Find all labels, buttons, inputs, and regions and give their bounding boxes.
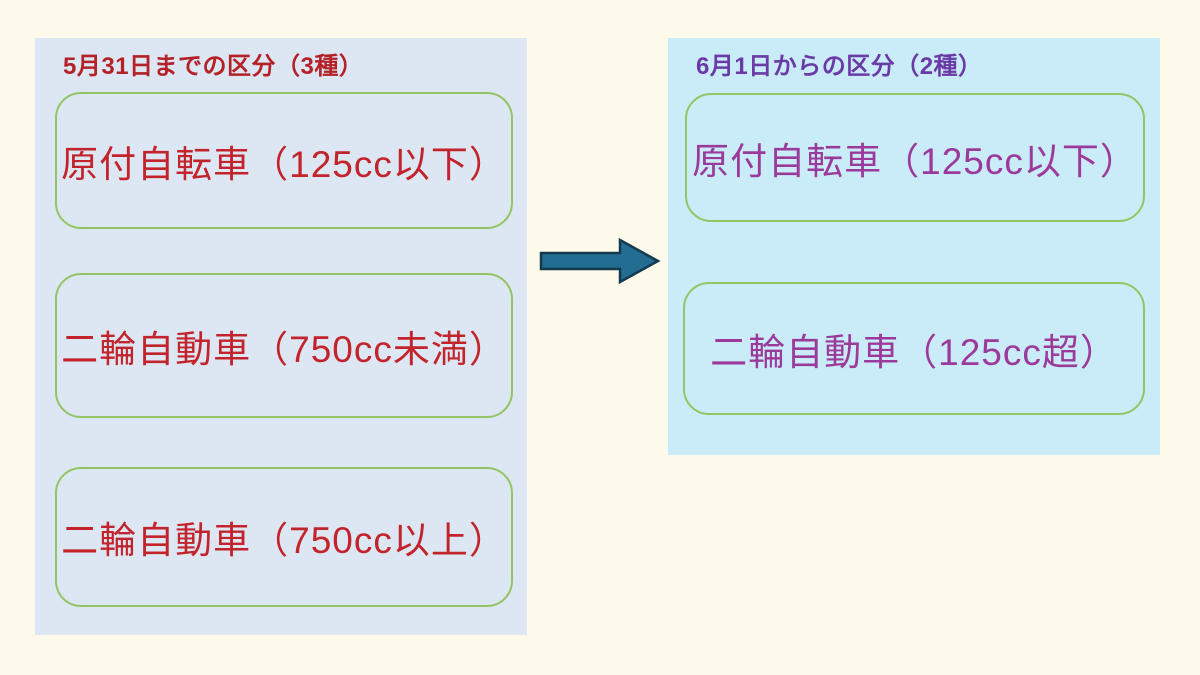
box-motorcycle-under-750cc-label: 二輪自動車（750cc未満） [61,328,507,370]
box-moped-125cc-under-after-label: 原付自転車（125cc以下） [692,140,1138,182]
box-moped-125cc-under-before-label: 原付自転車（125cc以下） [61,143,507,185]
panel-from-title: 6月1日からの区分（2種） [696,53,983,80]
panel-before-title: 5月31日までの区分（3種） [63,53,364,80]
box-motorcycle-over-125cc: 二輪自動車（125cc超） [683,282,1145,415]
box-motorcycle-750cc-over-label: 二輪自動車（750cc以上） [61,520,507,561]
box-moped-125cc-under-before: 原付自転車（125cc以下） [55,92,513,229]
panel-from-june: 6月1日からの区分（2種） 原付自転車（125cc以下） 二輪自動車（125cc… [668,38,1160,455]
box-moped-125cc-under-after: 原付自転車（125cc以下） [685,93,1145,222]
box-motorcycle-under-750cc: 二輪自動車（750cc未満） [55,273,513,418]
right-arrow-icon [538,236,662,286]
panel-before-june: 5月31日までの区分（3種） 原付自転車（125cc以下） 二輪自動車（750c… [35,38,527,635]
box-motorcycle-over-125cc-label: 二輪自動車（125cc超） [710,331,1118,373]
box-motorcycle-750cc-over: 二輪自動車（750cc以上） [55,467,513,607]
